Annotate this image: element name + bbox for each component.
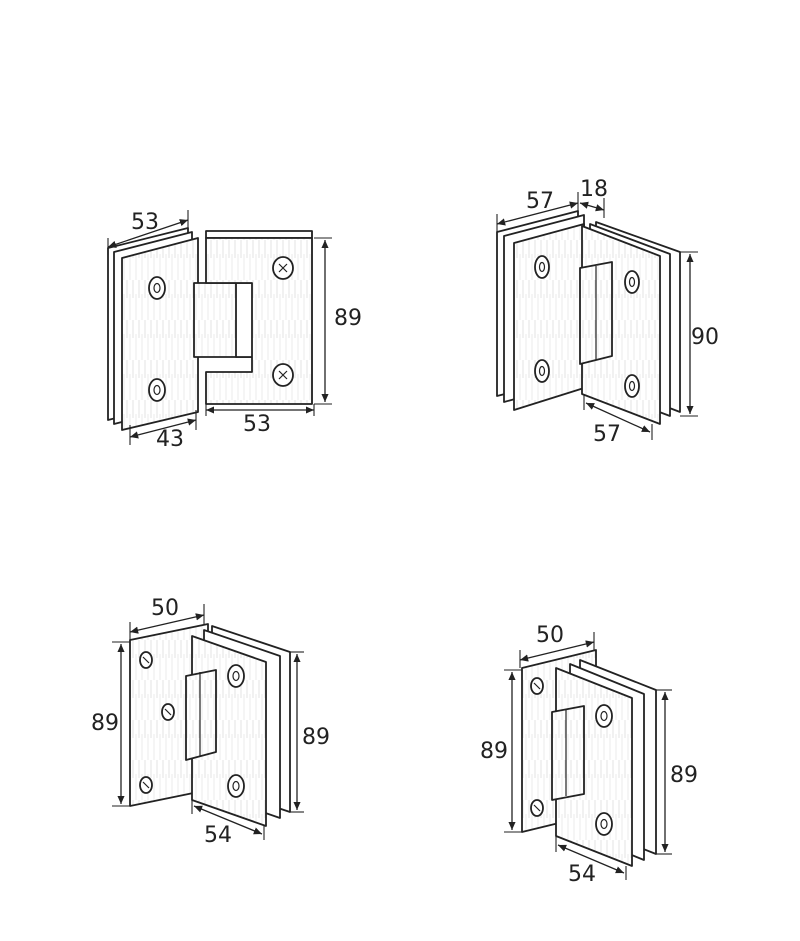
hinge-a-dim-height: 89 bbox=[334, 306, 362, 331]
dim-line bbox=[129, 418, 197, 439]
dim-line bbox=[107, 219, 189, 248]
hinge-b-dim-height: 90 bbox=[691, 325, 719, 350]
hinge-a: 53 43 53 89 bbox=[107, 210, 362, 452]
hinge-a-dim-top: 53 bbox=[131, 210, 159, 235]
screw-icon bbox=[227, 664, 245, 688]
screw-icon bbox=[534, 255, 550, 279]
hinge-b-left-leaf bbox=[496, 210, 585, 411]
screw-icon bbox=[534, 359, 550, 383]
hinge-a-dim-bottom-right: 53 bbox=[243, 412, 271, 437]
dim-line bbox=[193, 805, 263, 835]
hinge-c-dim-left-height: 89 bbox=[91, 711, 119, 736]
hinge-d-dim-bottom: 54 bbox=[568, 862, 596, 887]
hinge-b: 57 18 57 90 bbox=[496, 177, 719, 447]
dim-line bbox=[519, 640, 595, 662]
hinge-a-left-leaf bbox=[107, 227, 199, 431]
dim-line bbox=[579, 201, 605, 212]
hinge-a-right-leaf bbox=[205, 230, 313, 405]
hinge-d-dim-left-height: 89 bbox=[480, 739, 508, 764]
screw-icon bbox=[595, 812, 613, 836]
hinge-a-knuckle bbox=[193, 282, 257, 358]
hinge-a-dim-bottom-left: 43 bbox=[156, 427, 184, 452]
hinge-c-dim-top: 50 bbox=[151, 596, 179, 621]
hinge-c-glass-leaf bbox=[185, 625, 291, 827]
hinge-d-dim-top: 50 bbox=[536, 623, 564, 648]
dim-line bbox=[557, 844, 625, 874]
hinge-d-glass-leaf bbox=[551, 659, 657, 867]
hinge-b-dim-bottom: 57 bbox=[593, 422, 621, 447]
screw-icon bbox=[148, 378, 166, 402]
hinge-b-dim-top-right: 18 bbox=[580, 177, 608, 202]
screw-icon bbox=[148, 276, 166, 300]
screw-icon bbox=[624, 374, 640, 398]
hinge-d-dim-right-height: 89 bbox=[670, 763, 698, 788]
hinge-c-dim-bottom: 54 bbox=[204, 823, 232, 848]
screw-icon bbox=[595, 704, 613, 728]
hinge-b-right-leaf bbox=[579, 221, 681, 425]
hinge-b-dim-top-left: 57 bbox=[526, 189, 554, 214]
hinge-c-dim-right-height: 89 bbox=[302, 725, 330, 750]
dim-line bbox=[496, 201, 579, 226]
dim-line bbox=[129, 613, 205, 634]
screw-icon bbox=[227, 774, 245, 798]
hinge-d: 50 89 89 54 bbox=[480, 623, 698, 887]
hinge-c: 50 89 89 54 bbox=[91, 596, 330, 848]
dim-line bbox=[585, 402, 651, 433]
screw-icon bbox=[624, 270, 640, 294]
